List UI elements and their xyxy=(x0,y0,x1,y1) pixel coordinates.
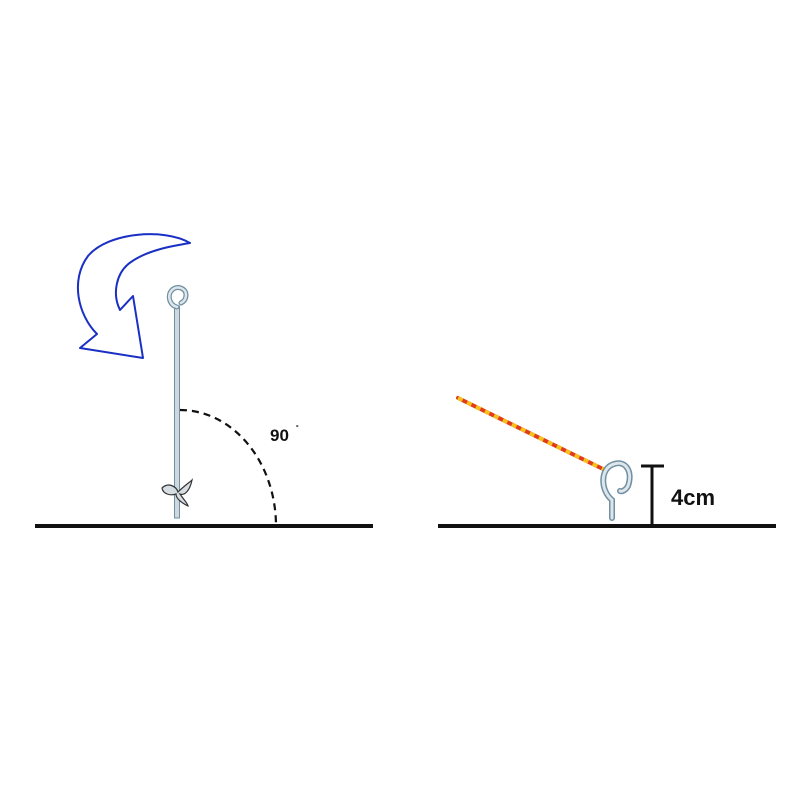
angle-arc xyxy=(179,408,278,527)
auger-blade-icon xyxy=(161,478,193,507)
height-label: 4cm xyxy=(671,485,715,510)
left-panel: 90 ˚ xyxy=(35,233,373,528)
angle-label: 90 xyxy=(270,426,289,445)
right-panel: 4cm xyxy=(438,396,776,528)
height-dimension xyxy=(641,464,664,526)
degree-mark: ˚ xyxy=(296,424,299,434)
stake-eye-hook xyxy=(600,460,633,521)
stake-vertical xyxy=(161,285,193,519)
tether-rope xyxy=(456,396,607,472)
rotate-arrow-icon xyxy=(76,233,191,359)
